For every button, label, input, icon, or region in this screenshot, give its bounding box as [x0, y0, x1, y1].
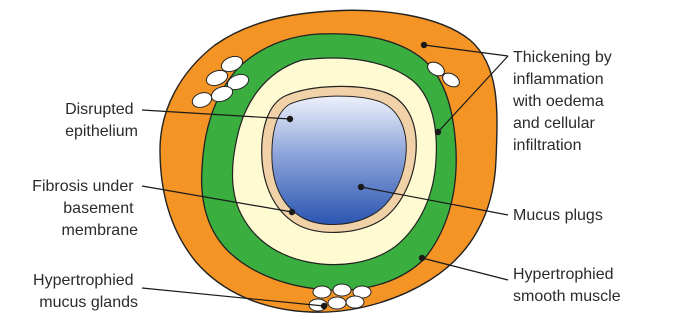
label-mucus-plugs: Mucus plugs	[513, 207, 603, 224]
label-hypertrophied-smooth-muscle: Hypertrophied smooth muscle	[513, 266, 621, 305]
label-hypertrophied-mucus-glands: Hypertrophied mucus glands	[33, 272, 138, 311]
label-thickening: Thickening by inflammation with oedema a…	[512, 49, 616, 154]
label-disrupted-epithelium: Disrupted epithelium	[65, 101, 138, 140]
label-fibrosis: Fibrosis under basement membrane	[32, 178, 138, 239]
